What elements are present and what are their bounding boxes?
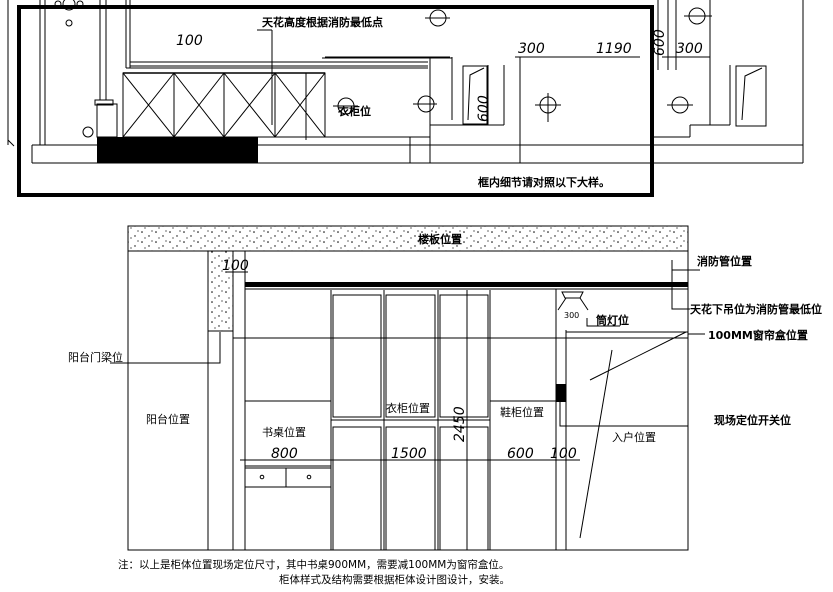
shoe-cabinet-label: 鞋柜位置 (500, 405, 544, 419)
dim-600: 600 (507, 446, 534, 462)
dim-300-left: 300 (518, 41, 545, 57)
balcony-label: 阳台位置 (146, 412, 190, 426)
dim-100-left: 100 (222, 258, 249, 274)
dim-800: 800 (271, 446, 298, 462)
curtain-box-label: 100MM窗帘盒位置 (708, 328, 808, 342)
dim-300-right: 300 (676, 41, 703, 57)
black-base (97, 137, 258, 163)
wardrobe-boxes (122, 72, 326, 138)
detail-frame (17, 5, 654, 197)
ceiling-drop-label: 天花下吊位为消防管最低位 (690, 302, 822, 316)
dim-100-right: 100 (550, 446, 577, 462)
balcony-beam-label: 阳台门梁位 (68, 350, 123, 364)
dim-100: 100 (176, 33, 203, 49)
slab (127, 225, 689, 252)
switch-block (556, 384, 566, 402)
dim-300-light: 300 (564, 311, 579, 320)
wardrobe-elevation (330, 290, 491, 551)
elevation: 楼板位置 100 阳台门梁位 阳台位置 书桌位置 衣柜位置 鞋柜位置 入户位置 … (68, 225, 822, 551)
beam-column (207, 250, 234, 332)
dim-600-right: 600 (652, 29, 668, 56)
wardrobe-label: 衣柜位置 (386, 401, 430, 415)
note-line-2: 柜体样式及结构需要根据柜体设计图设计，安装。 (279, 573, 510, 586)
slab-label: 楼板位置 (418, 232, 462, 246)
fire-pipe-label: 消防管位置 (697, 254, 752, 268)
note-line-1: 注：以上是柜体位置现场定位尺寸，其中书桌900MM，需要减100MM为窗帘盒位。 (118, 558, 509, 571)
height-dim-2450: 2450 (452, 406, 468, 442)
frame-note: 框内细节请对照以下大样。 (478, 175, 610, 189)
top-plan: 天花高度根据消防最低点 衣柜位 框内细节请对照以下大样。 100 300 119… (7, 0, 804, 197)
desk-drawers (244, 467, 332, 488)
dim-1500: 1500 (391, 446, 427, 462)
fire-pipe (245, 282, 688, 287)
dim-1190: 1190 (596, 41, 632, 57)
entry-label: 入户位置 (612, 430, 656, 444)
dim-600-wardrobe: 600 (476, 95, 492, 122)
ceiling-height-note: 天花高度根据消防最低点 (262, 15, 383, 29)
wardrobe-position-label: 衣柜位 (338, 104, 371, 118)
downlight-label: 筒灯位 (596, 313, 629, 327)
desk-label: 书桌位置 (262, 425, 306, 439)
switch-label: 现场定位开关位 (714, 413, 791, 427)
